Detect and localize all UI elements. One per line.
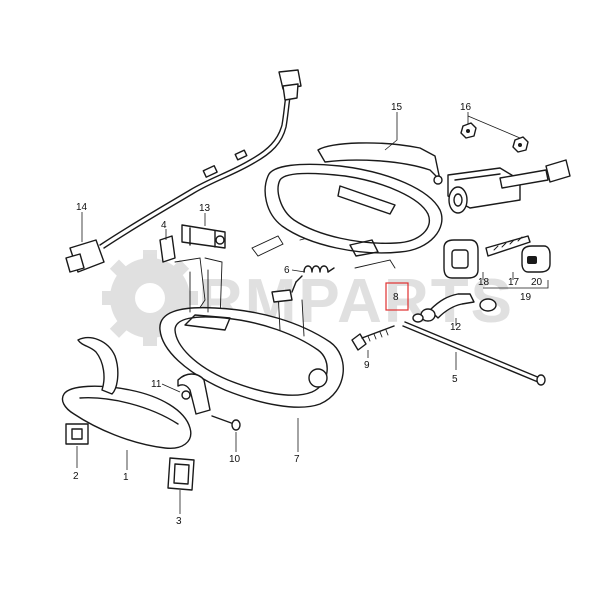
highlight-box: [385, 282, 409, 311]
label-part-1: 1: [123, 472, 129, 483]
label-part-3: 3: [176, 516, 182, 527]
lock-cylinder: [433, 159, 571, 214]
label-part-8: 8: [393, 292, 399, 303]
key-group: [443, 235, 551, 279]
label-part-13: 13: [199, 203, 211, 214]
part-6-spring: [291, 265, 335, 293]
part-16-nuts: [460, 122, 529, 153]
leader-lines: [76, 112, 549, 514]
label-part-16: 16: [460, 102, 472, 113]
label-part-15: 15: [391, 102, 403, 113]
label-part-7: 7: [294, 454, 300, 465]
label-part-5: 5: [452, 374, 458, 385]
part-2-gasket: [65, 423, 89, 445]
part-5-rod: [402, 321, 546, 386]
label-part-11: 11: [151, 379, 162, 390]
part-15-handle-housing: [264, 142, 443, 257]
label-part-19: 19: [520, 292, 532, 303]
part-14-cable: [65, 69, 302, 273]
part-11-bracket: [177, 373, 211, 415]
label-part-14: 14: [76, 202, 88, 213]
label-part-10: 10: [229, 454, 241, 465]
part-7-handle-frame: [159, 269, 344, 408]
label-part-4: 4: [161, 220, 167, 231]
part-1-pull-handle: [61, 337, 192, 449]
label-part-9: 9: [364, 360, 370, 371]
part-12-lever: [412, 293, 497, 323]
part-3-gasket: [167, 457, 195, 491]
label-part-17: 17: [508, 277, 520, 288]
part-13-bracket: [181, 224, 226, 249]
label-part-20: 20: [531, 277, 543, 288]
label-part-6: 6: [284, 265, 290, 276]
part-4-clip: [159, 235, 176, 263]
label-part-12: 12: [450, 322, 462, 333]
part-labels: 15 16 14 13 4 6 8 12 9 5 18 17 20 19 11 …: [73, 102, 543, 527]
part-10-screw: [211, 415, 241, 431]
label-part-2: 2: [73, 471, 79, 482]
part-9-screw: [351, 325, 395, 351]
label-part-18: 18: [478, 277, 490, 288]
